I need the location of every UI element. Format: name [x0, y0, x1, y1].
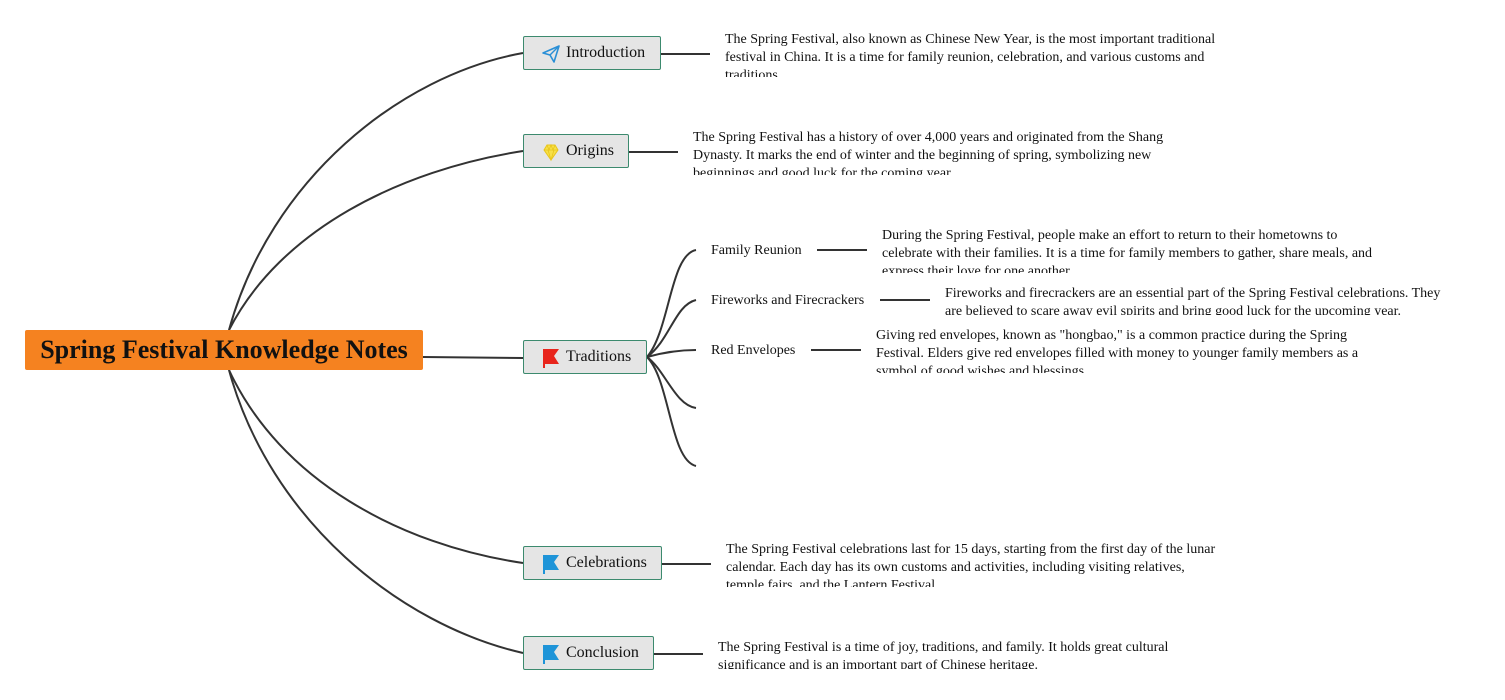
link-central-introduction: [228, 52, 524, 331]
link-central-celebrations: [228, 369, 524, 564]
subtopic-family-reunion[interactable]: Family Reunion: [711, 243, 802, 258]
topic-conclusion[interactable]: Conclusion: [523, 636, 654, 670]
red-flag-icon: [540, 347, 562, 369]
link-central-traditions: [422, 356, 524, 359]
note-conclusion: The Spring Festival is a time of joy, tr…: [718, 640, 1169, 669]
link-traditions-red: [646, 349, 697, 358]
diamond-icon: [540, 141, 562, 163]
blue-flag-icon: [540, 643, 562, 665]
link-traditions-fireworks: [646, 299, 697, 358]
topic-label: Celebrations: [566, 554, 647, 571]
blue-flag-icon: [540, 553, 562, 575]
link-central-conclusion: [228, 369, 524, 654]
topic-traditions[interactable]: Traditions: [523, 340, 647, 374]
paper-plane-icon: [540, 43, 562, 65]
note-family-reunion: During the Spring Festival, people make …: [882, 228, 1373, 273]
topic-label: Introduction: [566, 44, 646, 61]
topic-label: Traditions: [566, 348, 632, 365]
link-traditions-family: [646, 249, 697, 358]
central-topic[interactable]: Spring Festival Knowledge Notes: [25, 330, 423, 370]
link-traditions-empty-1: [646, 356, 697, 409]
note-celebrations: The Spring Festival celebrations last fo…: [726, 542, 1216, 587]
note-red-envelopes: Giving red envelopes, known as "hongbao,…: [876, 328, 1359, 373]
note-fireworks: Fireworks and firecrackers are an essent…: [945, 286, 1441, 315]
subtopic-red-envelopes[interactable]: Red Envelopes: [711, 343, 796, 358]
central-title: Spring Festival Knowledge Notes: [40, 335, 408, 364]
topic-label: Conclusion: [566, 644, 639, 661]
note-origins: The Spring Festival has a history of ove…: [693, 130, 1164, 175]
note-introduction: The Spring Festival, also known as Chine…: [725, 32, 1216, 77]
topic-label: Origins: [566, 142, 614, 159]
topic-origins[interactable]: Origins: [523, 134, 629, 168]
subtopic-fireworks[interactable]: Fireworks and Firecrackers: [711, 293, 865, 308]
link-traditions-empty-2: [646, 356, 697, 467]
link-central-origins: [228, 150, 524, 331]
topic-celebrations[interactable]: Celebrations: [523, 546, 662, 580]
topic-introduction[interactable]: Introduction: [523, 36, 661, 70]
